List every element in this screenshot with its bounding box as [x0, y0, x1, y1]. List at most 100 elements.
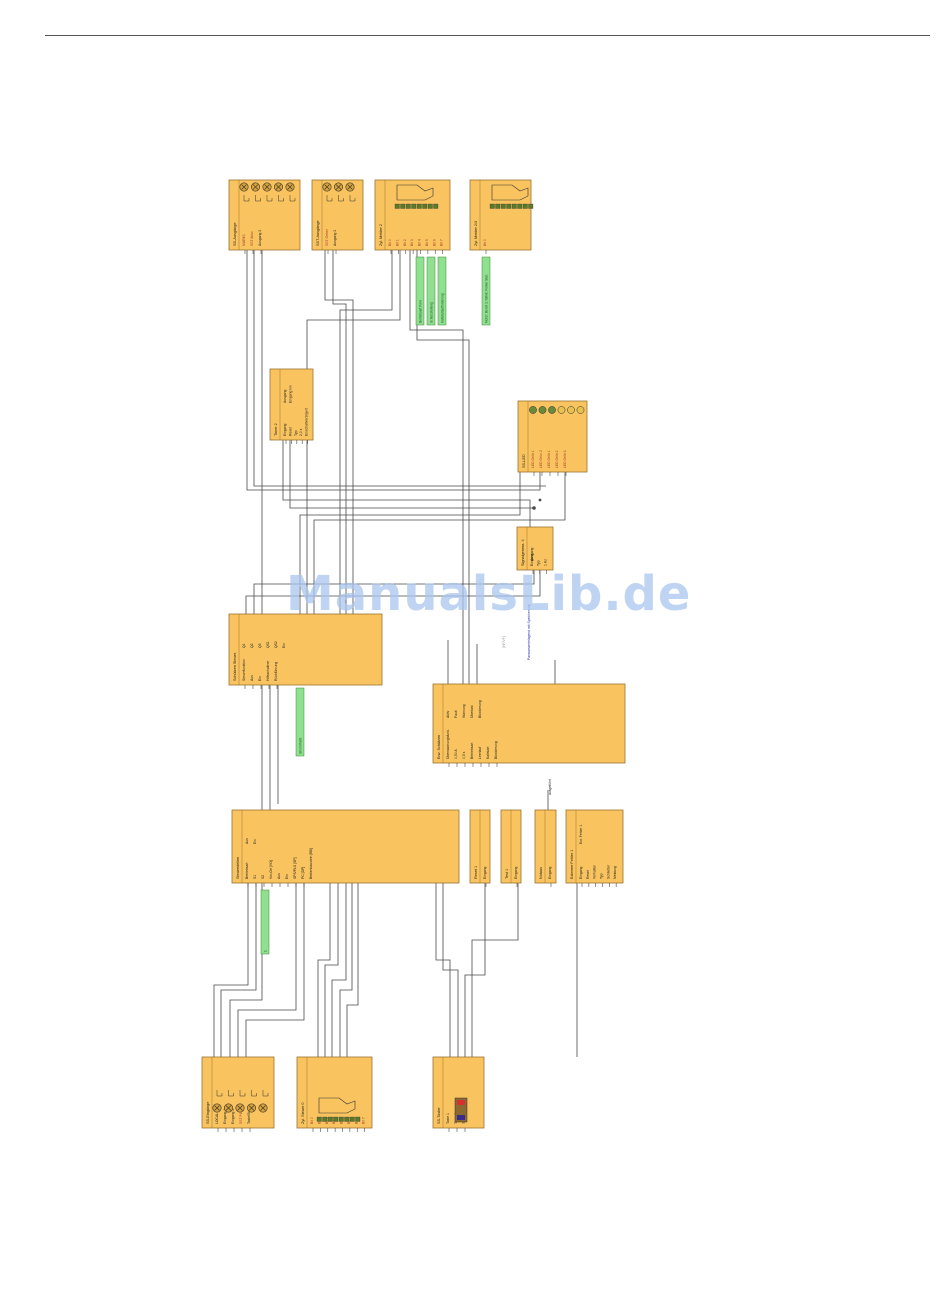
block-port-label: Taste/Stat. [247, 1108, 251, 1124]
green-label-box [415, 256, 425, 326]
block-port-label: Q2 [250, 643, 254, 648]
relay-contact-icon [216, 1090, 223, 1097]
wire-30 [464, 883, 486, 1057]
block-port-label: QS2 [274, 641, 278, 648]
block-port-label: Bit 3 [410, 239, 414, 246]
wire-0 [246, 250, 541, 491]
green-indicator-label: Betriebsart Fern [415, 256, 425, 326]
green-label-text: Kaltstartaufforderung [441, 293, 445, 323]
bit-led-icon [405, 203, 411, 209]
wire-layer [213, 250, 578, 1057]
wire-18 [213, 883, 249, 1057]
cross-icon [214, 1105, 220, 1111]
led-icon [548, 406, 556, 414]
bit-led-icon [511, 203, 517, 209]
block-title: SS-Eingänge [206, 1102, 210, 1124]
wire-9 [282, 440, 531, 527]
block-port-label: SST Geber [325, 228, 329, 246]
green-label-text: Motor: Bereit 1 / Blink: Fehler Stat. [485, 274, 489, 323]
wire-6 [306, 250, 401, 614]
cross-icon [241, 184, 247, 190]
block-body [565, 809, 624, 884]
block-title: Reset 1 [474, 866, 478, 879]
bit-led-icon [344, 1116, 350, 1122]
cross-icon [275, 184, 282, 190]
cross-icon [237, 1105, 243, 1111]
block-port-label: Bit 5 [425, 239, 429, 246]
relay-contact-icon [262, 1090, 269, 1097]
block-port-label: Bit 7 [362, 1117, 366, 1124]
block-body [311, 179, 364, 251]
block-port-label: Schließer [606, 864, 610, 879]
relay-contact-icon [243, 195, 250, 202]
wire-7 [409, 250, 464, 684]
block-port-label: Betriebsart [470, 743, 474, 759]
block-port-label: Q3 [258, 643, 262, 648]
bit-led-icon [517, 203, 523, 209]
wire-31 [471, 883, 519, 1057]
block-port-label: Q1 [242, 643, 246, 648]
block-port-label: Leerlauf [478, 747, 482, 759]
green-label-text: Strom fließt [299, 738, 303, 754]
relay-contact-icon [289, 195, 296, 202]
block-port-label: Fault [454, 710, 458, 718]
block-title: Timer 2 [274, 423, 278, 436]
block-port-label: Ausgang [283, 390, 287, 403]
wire-24 [324, 883, 339, 1057]
led-icon [538, 406, 547, 414]
block-port-label: S2 [261, 875, 265, 879]
cross-icon [225, 1105, 232, 1111]
block-port-label: Reset [586, 870, 590, 879]
wire-29 [442, 883, 459, 1057]
green-label-box [481, 256, 491, 326]
cylinder-shape-icon [396, 184, 434, 201]
relay-contact-icon [255, 195, 261, 202]
block-port-label: PC [DP] [301, 867, 305, 879]
block-port-label: Überwachungsfunk. [446, 729, 450, 759]
cross-icon [324, 184, 330, 190]
relay-outputs-icon [322, 182, 356, 202]
block-port-label: Einschaltverzögert [305, 408, 309, 436]
wire-12 [253, 570, 535, 614]
diagram-note: ausgeführt [548, 779, 552, 795]
bit-led-icon [333, 1116, 339, 1122]
wire-10 [289, 440, 534, 509]
cross-icon [347, 184, 353, 190]
bit-led-icon [489, 203, 495, 209]
wire-13 [299, 472, 521, 614]
bit-led-icon [355, 1116, 361, 1122]
block-title: Signalgenera. 4 [521, 539, 525, 566]
block-port-label: MAR4S [242, 234, 246, 246]
relay-outputs-icon [239, 182, 296, 202]
bit-led-icon [349, 1116, 355, 1122]
junction-dot [538, 498, 542, 502]
wire-26 [339, 883, 353, 1057]
block-port-label: Ext. Fehler 1 [579, 825, 583, 844]
block-port-label: Aus [250, 675, 254, 681]
block-title: SS-Taster [437, 1107, 441, 1124]
block-port-label: Bit 4 [418, 239, 422, 246]
block-port-label: LED Grün 2 [539, 450, 543, 468]
relay-contact-icon [228, 1090, 234, 1097]
block-port-label: Eingang 2 [231, 1109, 235, 1124]
block-port-label: LED Gelb 1 [547, 450, 551, 468]
block-port-label: LED Gelb 2 [555, 450, 559, 468]
block-body [201, 1056, 275, 1129]
green-label-box [437, 256, 447, 326]
cross-icon [260, 1105, 266, 1111]
block-port-label: Typ [537, 560, 541, 566]
bit-led-icon [322, 1116, 328, 1122]
relay-contact-icon [278, 195, 284, 202]
